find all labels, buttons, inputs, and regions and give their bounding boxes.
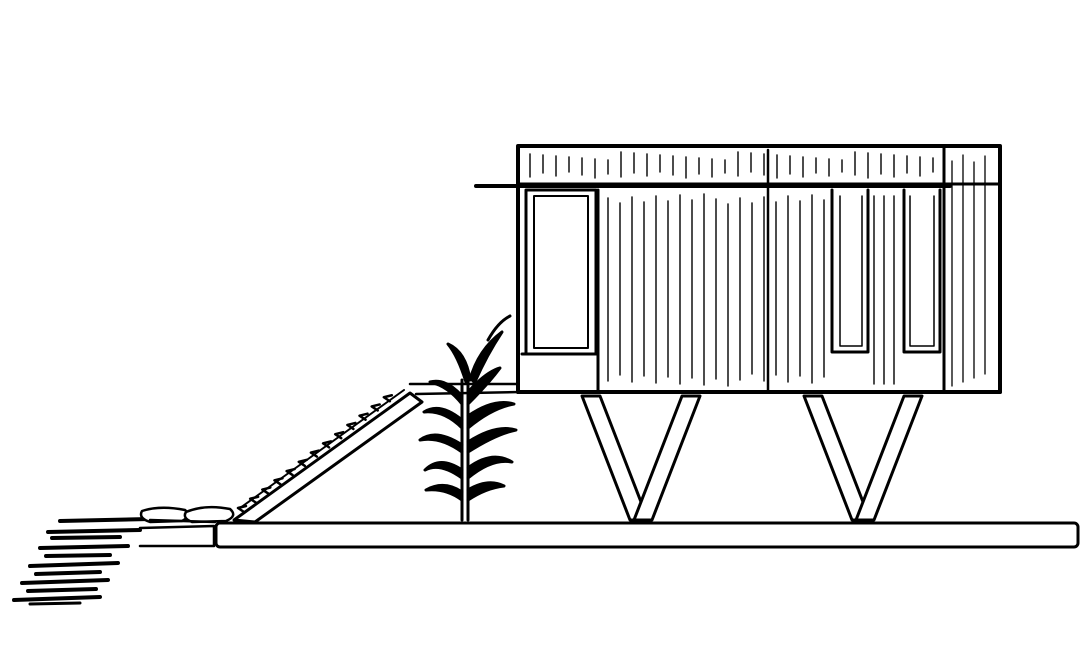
v-shaped-stilts [580, 394, 924, 522]
stone-steps [12, 517, 152, 606]
entrance-ramp [232, 382, 522, 524]
ground-slab [138, 521, 1080, 549]
young-plant [418, 314, 518, 522]
stepping-stones [139, 505, 235, 524]
cabin-on-stilts [474, 144, 1002, 394]
